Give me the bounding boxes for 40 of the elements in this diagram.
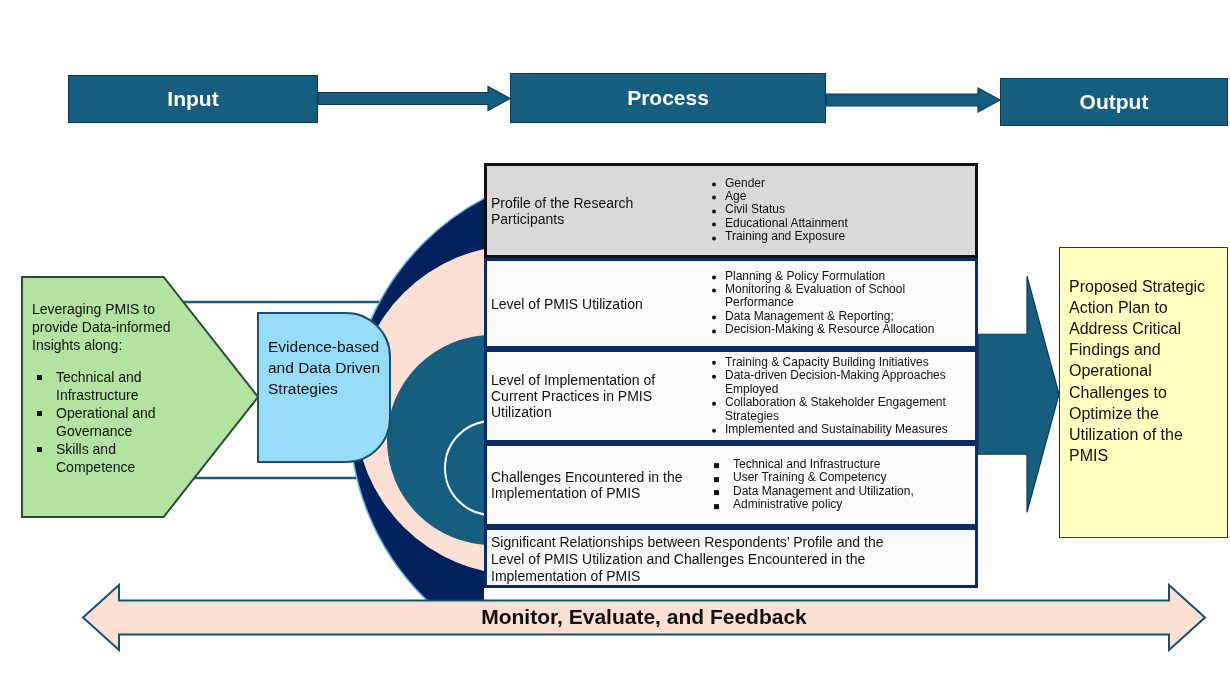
- arrow: [317, 85, 512, 112]
- bullet-item: Administrative policy: [733, 497, 843, 512]
- table-row: [484, 443, 978, 527]
- stage-header: Process: [510, 73, 826, 123]
- bullet-item: Operational and Governance: [56, 404, 156, 439]
- feedback-text: Monitor, Evaluate, and Feedback: [481, 604, 807, 629]
- block-arrow: [977, 275, 1060, 513]
- bullet-item: Planning & Policy Formulation: [725, 268, 886, 283]
- arrow: [825, 87, 1002, 113]
- bullet-item: Age: [725, 189, 747, 204]
- bullet-item: Decision-Making & Resource Allocation: [725, 322, 935, 337]
- bullet-item: Civil Status: [725, 202, 786, 217]
- row-heading: Level of Implementation of Current Practices in PMIS Utilization: [491, 371, 657, 421]
- row-heading: Significant Relationships between Respondents’ Profile and the Level of PMIS Utilization and Challenges Encountered in the Implementation of PMIS: [491, 534, 885, 586]
- bullet-item: Collaboration & Stakeholder Engagement Strategies: [725, 395, 946, 423]
- bullet-item: Training & Capacity Building Initiatives: [725, 354, 929, 369]
- bullet-item: Data-driven Decision-Making Approaches Employed: [725, 368, 946, 396]
- table-row: [484, 527, 978, 588]
- stage-header: Input: [68, 75, 318, 123]
- strategy-text: Evidence-based and Data Driven Strategies: [268, 337, 381, 399]
- table-row: [484, 163, 978, 258]
- stage-header: Output: [1000, 78, 1228, 126]
- bullet-item: Monitoring & Evaluation of School Performance: [725, 282, 906, 310]
- table-row: [484, 349, 978, 443]
- bullet-item: Data Management and Utilization,: [733, 484, 914, 498]
- bullet-item: Data Management & Reporting;: [725, 309, 894, 324]
- bullet-item: Training and Exposure: [725, 229, 846, 244]
- row-heading: Level of PMIS Utilization: [491, 295, 644, 312]
- bullet-item: Educational Attainment: [725, 216, 848, 231]
- intro-text: Leveraging PMIS to provide Data-informed Insights along:: [32, 301, 172, 355]
- table-row: [484, 258, 978, 349]
- bullet-item: Gender: [725, 175, 766, 190]
- row-heading: Challenges Encountered in the Implementation of PMIS: [491, 468, 684, 502]
- row-heading: Profile of the Research Participants: [491, 194, 635, 227]
- bullet-item: Technical and Infrastructure: [733, 457, 881, 472]
- bullet-item: Technical and Infrastructure: [56, 369, 142, 403]
- bullet-item: User Training & Competency: [733, 470, 887, 485]
- output-text: Proposed Strategic Action Plan to Address Critical Findings and Operational Challenges to Optimize the Utilization of the PMIS: [1069, 277, 1207, 466]
- output-box: [1059, 247, 1228, 538]
- bullet-item: Skills and Competence: [56, 440, 136, 475]
